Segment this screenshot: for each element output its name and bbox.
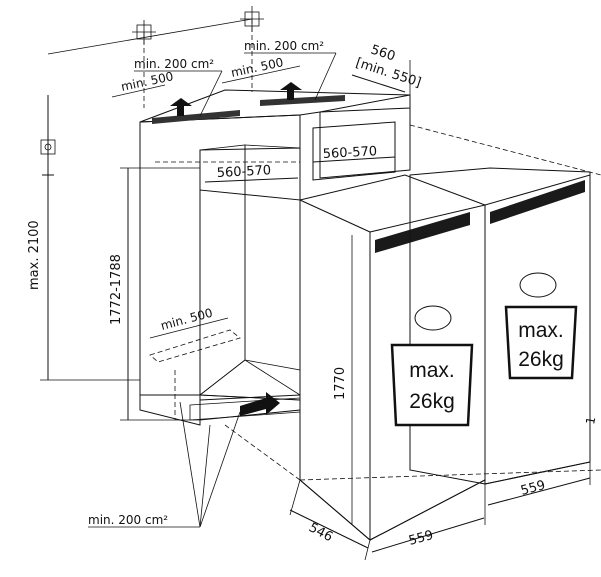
- weight-limit-line2: 26kg: [518, 348, 564, 371]
- dim-line-appliance-width-left: [371, 517, 485, 553]
- weight-limit-line1: max.: [409, 359, 455, 382]
- vent-depth-top-right: min. 500: [230, 55, 285, 80]
- vent-area-top-right: min. 200 cm²: [244, 39, 324, 53]
- arrow-icon: [280, 82, 302, 100]
- dim-total-height: max. 2100: [27, 220, 42, 290]
- power-plug-icon: [42, 168, 54, 186]
- dim-line-niche-width-left: [204, 177, 299, 183]
- dim-line-niche-depth: [351, 74, 406, 93]
- dim-niche-width-left: 560-570: [216, 163, 271, 181]
- control-panel: [375, 212, 470, 253]
- dim-partial-right: 1: [583, 416, 598, 426]
- vent-depth-top-left: min. 500: [120, 69, 175, 94]
- dim-appliance-width-right: 559: [519, 478, 547, 499]
- vent-area-top-left: min. 200 cm²: [134, 57, 214, 71]
- dim-appliance-height: 1770: [333, 367, 348, 400]
- control-panel: [490, 180, 585, 224]
- bottom-vent-zone: [149, 329, 241, 363]
- vent-slot-left: [152, 110, 240, 124]
- weight-limit-line2: 26kg: [409, 390, 455, 413]
- dim-appliance-depth: 546: [306, 520, 335, 545]
- dim-niche-height: 1772-1788: [109, 254, 124, 325]
- top-guide-line: [47, 18, 253, 55]
- dim-niche-depth: 560: [369, 43, 397, 65]
- vent-slot-right: [260, 95, 345, 106]
- weight-icon: [504, 272, 578, 380]
- power-socket-icon: [40, 139, 56, 155]
- weight-icon: [390, 305, 474, 427]
- weight-limit-line1: max.: [518, 319, 564, 342]
- arrow-icon: [240, 392, 280, 416]
- dim-line-niche-width-right: [312, 156, 396, 163]
- dim-niche-width-right: 560-570: [322, 144, 377, 162]
- dim-line-appliance-depth: [289, 509, 369, 549]
- dim-appliance-width-left: 559: [407, 528, 435, 549]
- dim-line-appliance-width-right: [487, 477, 591, 506]
- arrow-icon: [170, 98, 192, 116]
- vent-area-bottom: min. 200 cm²: [88, 513, 168, 527]
